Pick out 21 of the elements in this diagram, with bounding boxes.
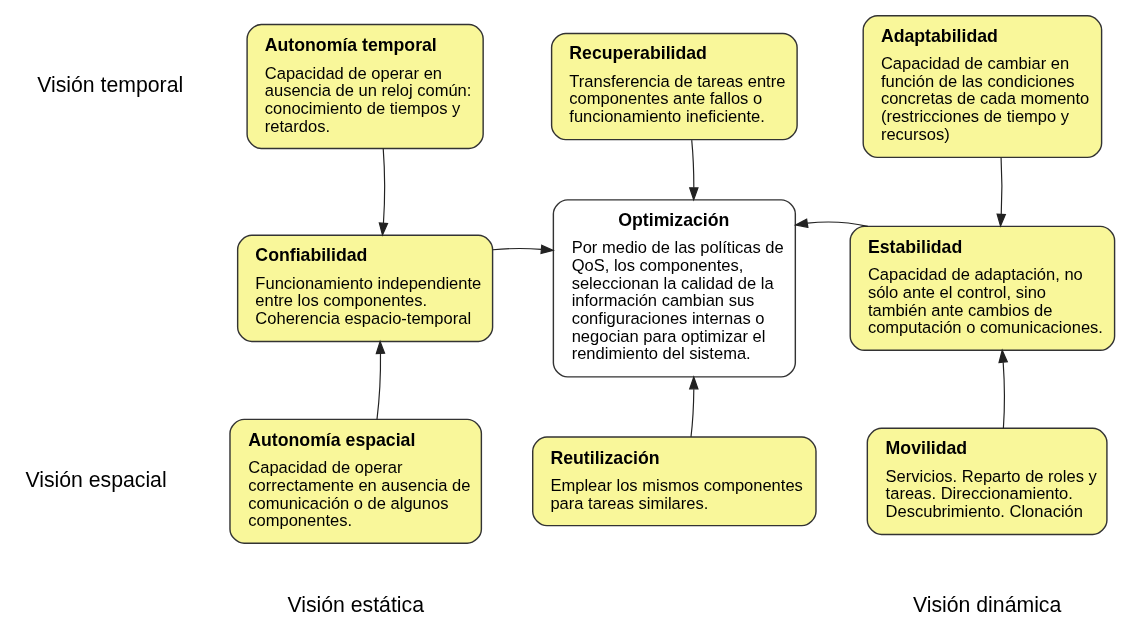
node-box: Confiabilidad Funcionamiento independiente entre los componentes. Coherencia espacio-temporal [236,234,494,343]
arrow [688,375,699,438]
label: Visión dinámica [912,593,1062,618]
node-box: Estabilidad Capacidad de adaptación, no sólo ante el control, sino también ante cambios de computación o comunicaciones. [849,225,1116,352]
node-box: Autonomía espacial Capacidad de operar correctamente en ausencia de comunicación o de algunos componentes. [229,418,483,544]
node-box: Movilidad Servicios. Reparto de roles y tareas. Direccionamiento. Descubrimiento. Clonación [866,427,1108,536]
node-box: Reutilización Emplear los mismos componentes para tareas similares. [532,436,817,527]
node-box: Adaptabilidad Capacidad de cambiar en función de las condiciones concretas de cada momento (restricciones de tiempo y recursos) [862,15,1103,159]
arrow [998,348,1009,429]
node-box: Recuperabilidad Transferencia de tareas entre componentes ante fallos o funcionamiento ineficiente. [550,32,798,141]
label: Visión temporal [37,72,184,97]
node-box: Autonomía temporal Capacidad de operar en ausencia de un reloj común: conocimiento de tiempos y retardos. [246,23,484,150]
arrow [688,139,699,202]
arrow [378,148,389,237]
arrow [375,339,386,420]
label: Visión espacial [25,467,167,492]
label: Visión estática [287,593,424,618]
node-box: Optimización Por medio de las políticas de QoS, los componentes, seleccionan la calidad de la información cambian sus configuraciones internas o negocian para optimizar el rendimiento del sistema. [552,199,797,378]
arrow [996,156,1007,228]
arrow [793,218,869,229]
arrow [492,244,555,255]
